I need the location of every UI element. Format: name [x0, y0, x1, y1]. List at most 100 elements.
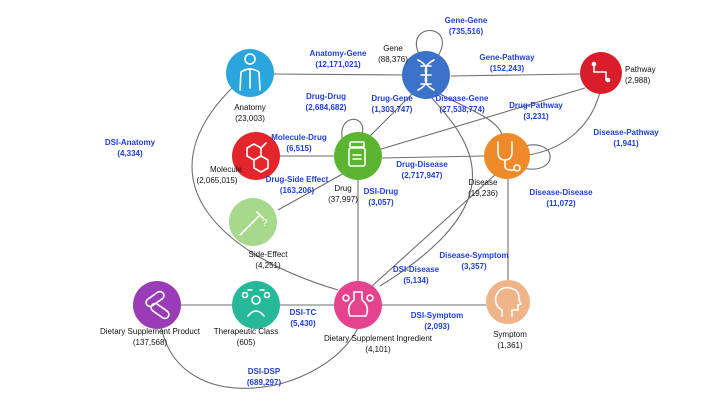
- node-gene: Gene (88,376): [378, 44, 450, 99]
- edge-drug-gene: [367, 93, 413, 139]
- edge-disease-pathway: [527, 91, 601, 156]
- node-symptom: Symptom (1,361): [486, 280, 530, 350]
- side-effect-name-label: Side-Effect: [249, 250, 289, 259]
- edge-disease-disease-loop: [521, 144, 551, 170]
- stethoscope-icon: [497, 141, 521, 172]
- svg-text:?: ?: [262, 218, 268, 229]
- edge-label-drug-pathway: Drug-Pathway: [509, 101, 563, 110]
- node-therapeutic-class: Therapeutic Class (605): [214, 281, 280, 347]
- edge-dsi-disease: [371, 173, 497, 287]
- molecule-icon: [246, 142, 269, 173]
- pathway-icon: [591, 61, 611, 83]
- edge-count-disease-disease: (11,072): [546, 199, 576, 208]
- drug-count-label: (37,997): [328, 195, 358, 204]
- edge-label-gene-gene: Gene-Gene: [445, 16, 488, 25]
- edge-count-disease-symptom: (3,357): [461, 262, 487, 271]
- anatomy-name-label: Anatomy: [234, 103, 266, 112]
- flask-icon: [342, 291, 374, 317]
- node-drug: Drug (37,997): [328, 132, 382, 204]
- drug-node-circle: [334, 132, 382, 180]
- edge-count-dsi-tc: (5,430): [290, 319, 316, 328]
- edge-label-drug-disease: Drug-Disease: [396, 160, 448, 169]
- side-effect-count-label: (4,251): [255, 261, 281, 270]
- pathway-node-circle: [580, 52, 622, 94]
- edge-label-dsi-tc: DSI-TC: [290, 308, 317, 317]
- dsp-node-circle: [133, 281, 181, 329]
- edge-label-gene-pathway: Gene-Pathway: [479, 53, 535, 62]
- edge-count-dsi-anatomy: (4,334): [117, 149, 143, 158]
- edge-count-dsi-disease: (5,134): [403, 276, 429, 285]
- edge-labels: Gene-Gene (735,516) Anatomy-Gene (12,171…: [105, 16, 659, 387]
- pathway-name-label: Pathway: [625, 65, 656, 74]
- gene-count-label: (88,376): [378, 55, 408, 64]
- syringe-icon: ?: [239, 211, 268, 236]
- node-pathway: Pathway (2,988): [580, 52, 656, 94]
- anatomy-count-label: (23,003): [235, 114, 265, 123]
- edge-count-gene-gene: (735,516): [449, 27, 484, 36]
- tc-count-label: (605): [237, 338, 256, 347]
- disease-node-circle: [484, 133, 530, 179]
- edge-label-molecule-drug: Molecule-Drug: [271, 133, 327, 142]
- molecule-count-label: (2,065,015): [197, 176, 238, 185]
- edge-count-drug-drug: (2,684,682): [306, 103, 347, 112]
- dsi-name-label: Dietary Supplement Ingredient: [324, 334, 433, 343]
- pathway-count-label: (2,988): [625, 76, 651, 85]
- disease-name-label: Disease: [469, 178, 498, 187]
- edge-count-molecule-drug: (6,515): [286, 144, 312, 153]
- symptom-count-label: (1,361): [497, 341, 523, 350]
- edge-count-disease-gene: (27,538,774): [439, 105, 485, 114]
- edge-disease-gene: [439, 93, 503, 135]
- edge-label-drug-gene: Drug-Gene: [371, 94, 413, 103]
- drug-name-label: Drug: [334, 184, 351, 193]
- symptom-name-label: Symptom: [493, 330, 527, 339]
- node-dietary-supplement-ingredient: Dietary Supplement Ingredient (4,101): [324, 281, 433, 354]
- symptom-node-circle: [486, 280, 530, 324]
- edge-gene-pathway: [450, 73, 581, 77]
- edge-label-dsi-symptom: DSI-Symptom: [411, 311, 463, 320]
- gene-name-label: Gene: [383, 44, 403, 53]
- edge-lines: [159, 29, 601, 389]
- head-icon: [494, 286, 522, 317]
- node-molecule: Molecule (2,065,015): [197, 132, 280, 185]
- edge-count-dsi-symptom: (2,093): [424, 322, 450, 331]
- node-dietary-supplement-product: Dietary Supplement Product (137,568): [100, 281, 201, 347]
- dsi-node-circle: [334, 281, 382, 329]
- node-disease: Disease (19,236): [468, 133, 530, 198]
- edge-count-anatomy-gene: (12,171,021): [315, 60, 361, 69]
- edge-count-gene-pathway: (152,243): [490, 64, 525, 73]
- people-icon: [241, 289, 271, 317]
- edge-drug-disease: [381, 155, 485, 159]
- capsules-icon: [145, 290, 170, 320]
- tc-node-circle: [232, 281, 280, 329]
- edge-label-anatomy-gene: Anatomy-Gene: [310, 49, 367, 58]
- edge-label-disease-symptom: Disease-Symptom: [439, 251, 508, 260]
- edge-label-disease-gene: Disease-Gene: [436, 94, 489, 103]
- edge-anatomy-gene: [271, 73, 403, 76]
- edge-dsi-anatomy: [191, 87, 339, 291]
- edge-label-disease-pathway: Disease-Pathway: [593, 128, 659, 137]
- disease-count-label: (19,236): [468, 189, 498, 198]
- tc-name-label: Therapeutic Class: [214, 327, 278, 336]
- dna-icon: [417, 59, 435, 91]
- body-icon: [239, 53, 261, 91]
- node-side-effect: ? Side-Effect (4,251): [229, 198, 288, 270]
- edge-dsi-dsp: [159, 317, 359, 389]
- edge-label-dsi-dsp: DSI-DSP: [248, 367, 281, 376]
- edge-label-dsi-drug: DSI-Drug: [364, 187, 399, 196]
- dsi-count-label: (4,101): [365, 345, 391, 354]
- dsp-name-label: Dietary Supplement Product: [100, 327, 201, 336]
- dsp-count-label: (137,568): [133, 338, 168, 347]
- pill-bottle-icon: [348, 141, 366, 167]
- edge-count-drug-gene: (1,303,747): [372, 105, 413, 114]
- edge-label-dsi-disease: DSI-Disease: [393, 265, 440, 274]
- edge-gene-gene-loop: [415, 29, 443, 57]
- edge-label-drug-side-effect: Drug-Side Effect: [266, 175, 329, 184]
- edge-count-drug-pathway: (3,231): [523, 112, 549, 121]
- molecule-name-label: Molecule: [210, 165, 243, 174]
- edge-gene-dsi: [379, 95, 474, 287]
- edge-count-drug-side-effect: (163,206): [280, 186, 315, 195]
- edge-count-dsi-dsp: (689,297): [247, 378, 282, 387]
- edge-label-drug-drug: Drug-Drug: [306, 92, 346, 101]
- edge-drug-pathway: [377, 87, 586, 151]
- edge-count-disease-pathway: (1,941): [613, 139, 639, 148]
